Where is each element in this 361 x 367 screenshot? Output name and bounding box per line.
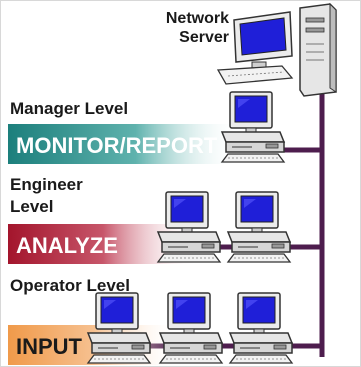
network-bus (108, 76, 325, 357)
band-label-analyze: ANALYZE (16, 233, 118, 258)
band-label-input: INPUT (16, 334, 83, 359)
workstation-icon (229, 292, 293, 364)
workstation-icon (159, 292, 223, 364)
operator-level-title: Operator Level (10, 276, 130, 295)
workstation-icon (221, 91, 285, 163)
manager-level-title: Manager Level (10, 99, 128, 118)
band-label-monitor-report: MONITOR/REPORT (16, 133, 218, 158)
workstation-icon (157, 191, 221, 263)
server-label-line1: Network (166, 10, 229, 27)
engineer-level-title-line1: Engineer (10, 175, 83, 194)
engineer-level-title-line2: Level (10, 197, 53, 216)
server-label-line2: Server (179, 29, 229, 46)
workstation-icon (227, 191, 291, 263)
band-manager (8, 124, 240, 164)
server-computer-icon (216, 2, 337, 97)
